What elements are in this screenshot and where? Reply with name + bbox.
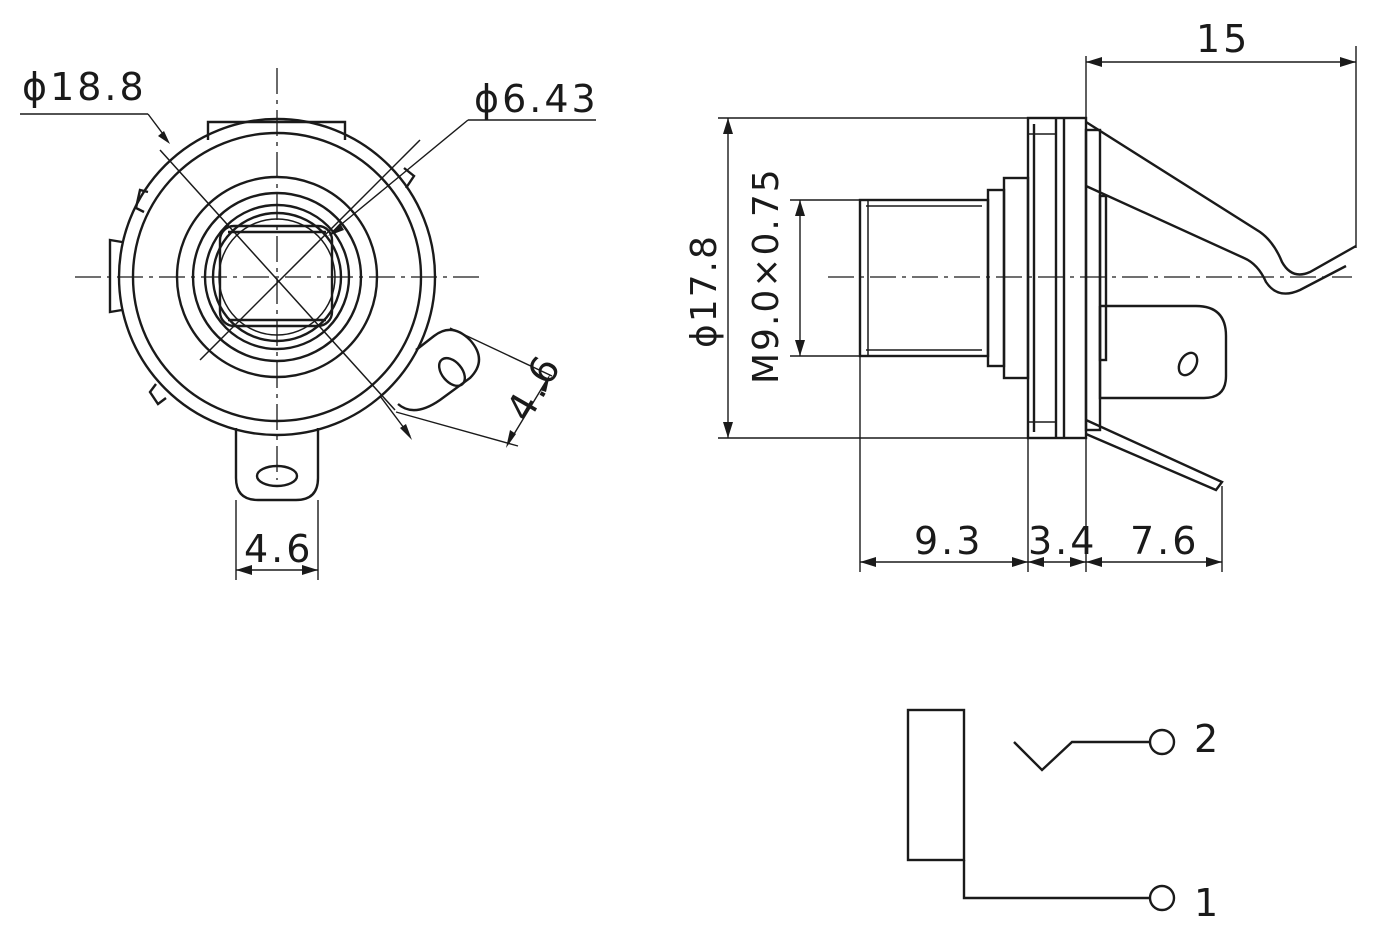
dim-total-length-arrow-left bbox=[1086, 57, 1102, 67]
front-left-tab-middle bbox=[108, 238, 123, 314]
front-side-lug-hole bbox=[437, 356, 467, 388]
front-bore-ring bbox=[211, 211, 343, 343]
side-body bbox=[1084, 128, 1102, 432]
dim-bushing-arrow-right bbox=[1012, 557, 1028, 567]
side-nut bbox=[1002, 176, 1030, 380]
dim-bottom-lug-arrow-right bbox=[302, 565, 318, 575]
dim-side-lug-arrow-a bbox=[540, 374, 550, 392]
schematic-sleeve-block bbox=[906, 708, 966, 862]
front-third-ring bbox=[175, 175, 379, 379]
schematic-sleeve-wire bbox=[962, 860, 1150, 900]
dim-outer-diameter-label: ϕ18.8 bbox=[22, 65, 147, 109]
dim-flange-arrow-bottom bbox=[723, 422, 733, 438]
dim-total-length-arrow-right bbox=[1340, 57, 1356, 67]
front-side-lug bbox=[397, 328, 481, 412]
front-view: ϕ18.8 ϕ6.43 4.6 4.6 bbox=[20, 65, 599, 580]
schematic-tip-contact bbox=[1013, 740, 1150, 772]
front-fourth-ring bbox=[191, 191, 363, 363]
schematic-pin-2-terminal bbox=[1148, 728, 1176, 756]
dim-terminal-length-label: 7.6 bbox=[1130, 519, 1199, 563]
schematic-symbol: 2 1 bbox=[906, 708, 1221, 925]
side-solder-lug-hole bbox=[1177, 351, 1199, 377]
front-bottom-lug-hole bbox=[255, 464, 299, 488]
front-bore-slot bbox=[218, 224, 334, 328]
dim-outer-diameter-arrow bbox=[158, 131, 170, 144]
dim-side-lug-label: 4.6 bbox=[498, 346, 571, 428]
dim-flange-thk-arrow-left bbox=[1028, 557, 1044, 567]
schematic-pin-1-terminal bbox=[1148, 884, 1176, 912]
dim-total-length-label: 15 bbox=[1196, 17, 1250, 61]
dim-bore-diameter-label: ϕ6.43 bbox=[474, 77, 599, 121]
dim-bushing-length-label: 9.3 bbox=[914, 519, 983, 563]
front-nut-ring bbox=[203, 203, 351, 351]
dim-thread-arrow-bottom bbox=[795, 340, 805, 356]
front-left-tab-lower bbox=[148, 383, 167, 406]
schematic-pin-1-label: 1 bbox=[1194, 881, 1221, 925]
dim-bore-diameter-leader bbox=[331, 119, 469, 233]
dim-side-lug-ext-a bbox=[449, 327, 553, 377]
dim-bushing-arrow-left bbox=[860, 557, 876, 567]
side-view: 15 ϕ17.8 M9.0×0.75 9.3 3.4 7.6 bbox=[684, 17, 1357, 572]
dim-flange-arrow-top bbox=[723, 118, 733, 134]
side-spring-contact-inner bbox=[1085, 184, 1347, 295]
dim-flange-thickness-label: 3.4 bbox=[1028, 519, 1097, 563]
front-top-tab bbox=[206, 120, 347, 140]
front-bottom-lug bbox=[234, 428, 320, 502]
dim-side-lug-ext-b bbox=[395, 411, 519, 447]
front-diagonal-a bbox=[159, 149, 396, 411]
dim-side-lug-pointer-arrow bbox=[400, 424, 412, 440]
front-second-ring bbox=[131, 131, 423, 423]
front-outer-ring bbox=[117, 117, 437, 437]
dim-bottom-lug-arrow-left bbox=[236, 565, 252, 575]
dim-flange-label: ϕ17.8 bbox=[684, 234, 725, 348]
dim-bottom-lug-label: 4.6 bbox=[244, 527, 313, 571]
dim-thread-label: M9.0×0.75 bbox=[746, 167, 787, 384]
side-spring-contact bbox=[1085, 120, 1357, 276]
dim-flange-thk-arrow-right bbox=[1070, 557, 1086, 567]
schematic-pin-2-label: 2 bbox=[1194, 717, 1221, 761]
dim-terminal-arrow-right bbox=[1206, 557, 1222, 567]
front-diagonal-b bbox=[199, 139, 421, 361]
side-thread-bushing bbox=[858, 198, 990, 358]
dim-terminal-arrow-left bbox=[1086, 557, 1102, 567]
side-step-ring bbox=[986, 188, 1006, 368]
dim-thread-arrow-top bbox=[795, 200, 805, 216]
side-bottom-terminal bbox=[1085, 418, 1224, 492]
side-solder-lug bbox=[1098, 304, 1228, 400]
dim-side-lug-arrow-b bbox=[506, 430, 516, 448]
dim-bore-diameter-arrow bbox=[328, 223, 344, 236]
side-body-bump bbox=[1098, 194, 1108, 362]
